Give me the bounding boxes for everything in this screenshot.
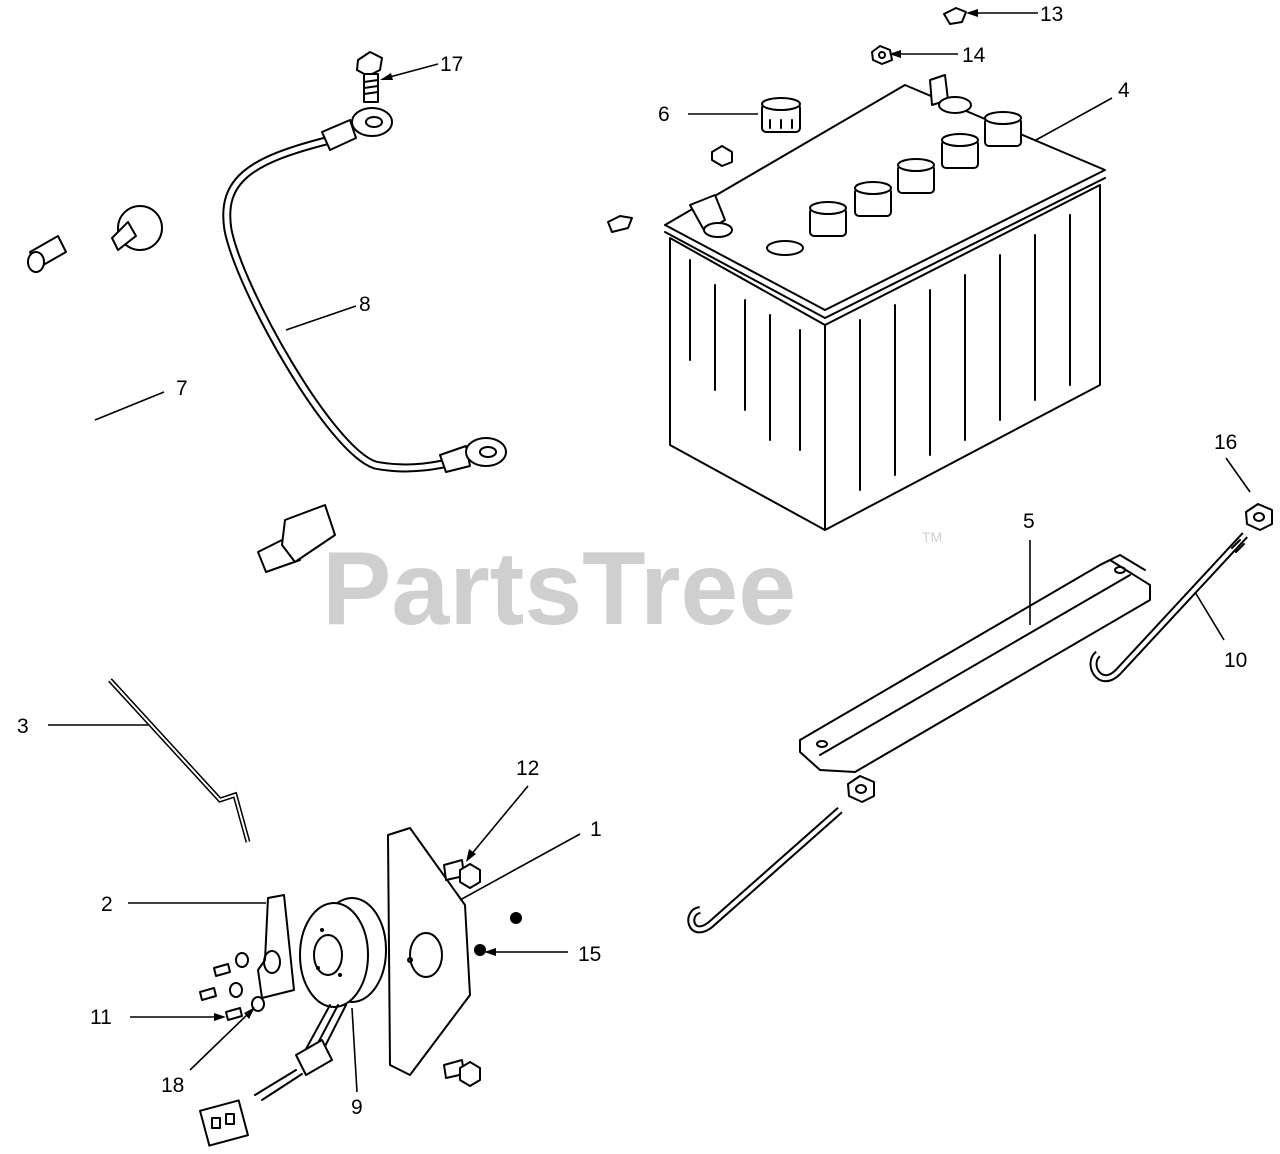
j-bolt-lower-part[interactable]: [687, 807, 843, 934]
bracket-2-part[interactable]: [257, 894, 295, 999]
callout-13: 13: [1040, 3, 1063, 26]
nut-16-part[interactable]: [1245, 503, 1273, 531]
bolt-bottom-part[interactable]: [443, 1059, 481, 1087]
nut-lower-part[interactable]: [847, 775, 875, 803]
callout-9: 9: [351, 1096, 363, 1119]
j-bolt-10-part[interactable]: [1089, 532, 1248, 683]
battery-cell-caps: [809, 111, 1022, 237]
callout-12: 12: [516, 757, 539, 780]
coil-9-part[interactable]: [199, 897, 387, 1147]
callout-15: 15: [578, 943, 601, 966]
battery-part[interactable]: [664, 74, 1106, 531]
callout-8: 8: [359, 293, 371, 316]
callout-18: 18: [161, 1074, 184, 1097]
callout-6: 6: [658, 103, 670, 126]
callout-7: 7: [176, 377, 188, 400]
watermark-trademark: TM: [922, 529, 942, 545]
hold-down-bracket-part[interactable]: [799, 554, 1151, 773]
rod-3-part[interactable]: [108, 678, 251, 843]
callout-2: 2: [101, 893, 113, 916]
cable-7-part[interactable]: [27, 205, 336, 573]
callout-3: 3: [17, 715, 29, 738]
watermark-text: PartsTree: [322, 531, 796, 647]
bolt-13-part[interactable]: [943, 7, 967, 25]
callout-11: 11: [90, 1006, 112, 1029]
vent-cap-part[interactable]: [761, 97, 801, 133]
callout-17: 17: [440, 53, 463, 76]
callout-4: 4: [1118, 79, 1130, 102]
cable-8-part[interactable]: [222, 107, 507, 473]
callout-16: 16: [1214, 431, 1237, 454]
callout-1: 1: [590, 818, 602, 841]
bolt-17-part[interactable]: [356, 51, 383, 103]
callout-14: 14: [962, 44, 986, 67]
nut-15-part[interactable]: [474, 912, 522, 956]
washers-18-part[interactable]: [229, 952, 265, 1012]
nut-14-part[interactable]: [871, 45, 893, 65]
callout-5: 5: [1023, 510, 1035, 533]
battery-bolt-small[interactable]: [607, 145, 733, 233]
screws-11-part[interactable]: [199, 963, 243, 1021]
bolt-12-part[interactable]: [443, 859, 481, 889]
callout-10: 10: [1224, 649, 1247, 672]
mounting-plate-part[interactable]: [387, 827, 471, 1076]
